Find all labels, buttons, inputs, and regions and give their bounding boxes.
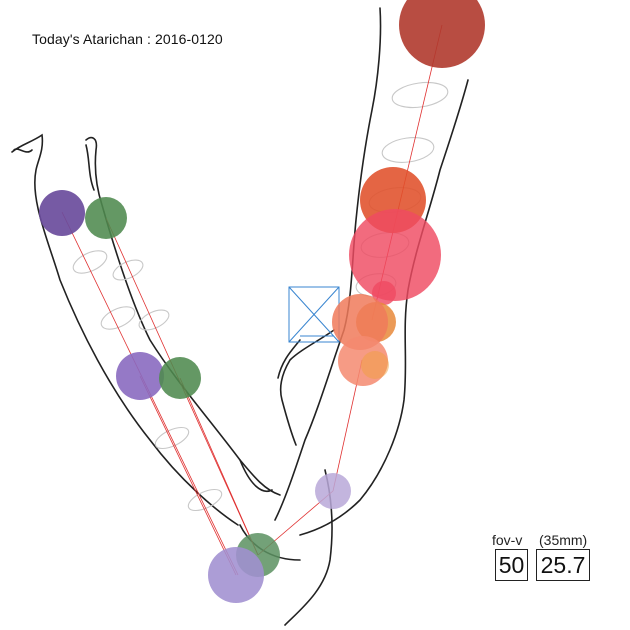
- lens-label: (35mm): [539, 532, 588, 548]
- camera-icon: [288, 286, 340, 343]
- fov-label: fov-v: [492, 532, 523, 548]
- sphere-left-green-2: [159, 357, 201, 399]
- sphere-left-purple-2: [116, 352, 164, 400]
- focal-value-box: 25.7: [536, 549, 590, 581]
- left-arm-outline: [11, 133, 281, 526]
- fov-value-box: 50: [495, 549, 528, 581]
- sphere-left-green-1: [85, 197, 127, 239]
- sphere-head-top: [399, 0, 485, 68]
- sphere-right-yellow: [361, 351, 389, 379]
- sphere-right-small: [372, 281, 396, 305]
- page-title: Today's Atarichan : 2016-0120: [32, 31, 223, 47]
- sphere-right-salmon-1: [332, 294, 388, 350]
- sphere-left-purple-1: [39, 190, 85, 236]
- sphere-bottom-purple: [208, 547, 264, 603]
- joint-spheres: [39, 0, 485, 603]
- sphere-hip-purple: [315, 473, 351, 509]
- sphere-right-mid: [349, 209, 441, 301]
